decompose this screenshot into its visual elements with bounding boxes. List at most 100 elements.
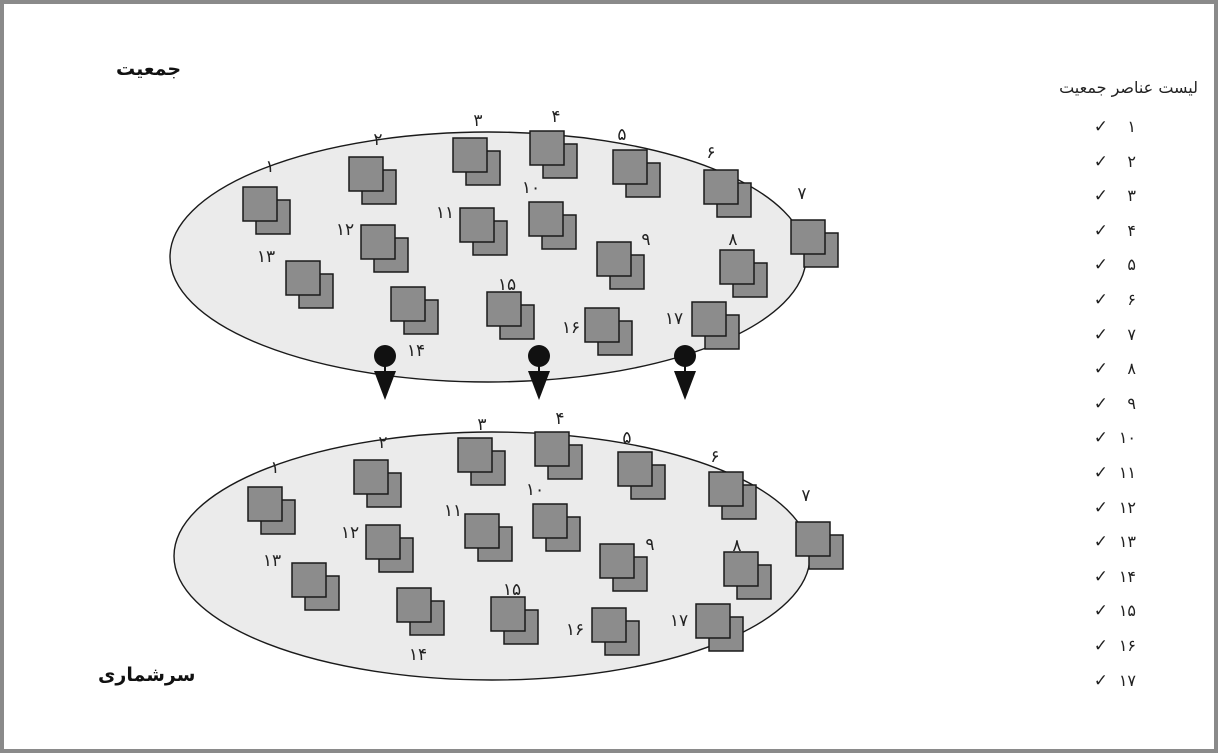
population-element: ۳ — [452, 111, 501, 186]
element-square-back — [795, 521, 831, 557]
population-element: ۲ — [348, 130, 397, 205]
element-label: ۵ — [617, 125, 626, 145]
element-square-back — [247, 486, 283, 522]
element-label: ۱۳ — [257, 247, 275, 267]
element-label: ۳ — [477, 415, 486, 435]
element-label: ۳ — [473, 111, 482, 131]
element-label: ۱۴ — [407, 341, 425, 361]
population-element: ۱۳ — [263, 551, 340, 611]
element-label: ۷ — [801, 486, 810, 506]
element-label: ۱۷ — [670, 611, 688, 631]
element-label: ۲ — [378, 433, 387, 453]
element-square-back — [242, 186, 278, 222]
population-element: ۱۶ — [566, 607, 640, 656]
list-title: لیست عناصر جمعیت — [1059, 78, 1198, 97]
check-icon: ✓ — [1093, 220, 1108, 241]
element-label: ۱۵ — [498, 275, 516, 295]
checklist-item: ✓۲ — [1076, 145, 1136, 180]
population-element: ۸ — [723, 536, 772, 600]
element-label: ۶ — [710, 447, 719, 467]
element-label: ۶ — [706, 143, 715, 163]
checklist-number: ۱۵ — [1118, 601, 1136, 621]
element-label: ۴ — [555, 409, 564, 429]
population-element: ۶ — [708, 447, 757, 520]
element-square-back — [457, 437, 493, 473]
population-element: ۱۶ — [562, 307, 633, 356]
population-element: ۸ — [719, 230, 768, 298]
population-element: ۱۷ — [665, 301, 740, 350]
checklist-number: ۳ — [1127, 186, 1136, 206]
element-square-back — [459, 207, 495, 243]
element-label: ۱ — [270, 458, 279, 478]
element-square-back — [612, 149, 648, 185]
check-icon: ✓ — [1093, 670, 1108, 691]
population-element: ۱۴ — [396, 587, 445, 665]
check-icon: ✓ — [1093, 601, 1108, 622]
checklist-item: ✓۱ — [1076, 110, 1136, 145]
element-square-back — [723, 551, 759, 587]
element-label: ۱۲ — [341, 523, 359, 543]
checklist-item: ✓۱۷ — [1076, 664, 1136, 699]
population-element: ۵ — [617, 428, 666, 500]
element-label: ۱۶ — [566, 620, 584, 640]
arrow-ball-icon — [374, 345, 396, 367]
population-element: ۱۷ — [670, 603, 744, 652]
element-square-back — [617, 451, 653, 487]
check-icon: ✓ — [1093, 359, 1108, 380]
element-square-back — [691, 301, 727, 337]
checklist-number: ۱ — [1127, 117, 1136, 136]
element-label: ۱ — [265, 157, 274, 177]
checklist-number: ۱۱ — [1118, 462, 1136, 482]
element-square-back — [390, 286, 426, 322]
element-square-back — [490, 596, 526, 632]
element-square-back — [360, 224, 396, 260]
checklist-item: ✓۵ — [1076, 248, 1136, 283]
checklist-item: ✓۴ — [1076, 214, 1136, 249]
element-square-back — [790, 219, 826, 255]
element-square-back — [596, 241, 632, 277]
population-element: ۱۰ — [522, 178, 577, 250]
element-label: ۵ — [622, 428, 631, 448]
element-square-back — [396, 587, 432, 623]
checklist-item: ✓ ۱۵ — [1076, 594, 1136, 629]
check-icon: ✓ — [1093, 532, 1108, 553]
sampling-arrows — [374, 345, 696, 400]
check-icon: ✓ — [1093, 635, 1108, 656]
population-element: ۷ — [790, 184, 839, 268]
check-icon: ✓ — [1093, 117, 1108, 137]
checklist-number: ۱۶ — [1118, 635, 1136, 655]
checklist-item: ✓۱۰ — [1076, 421, 1136, 456]
population-element: ۶ — [703, 143, 752, 218]
checklist-item: ✓ ۱۶ — [1076, 629, 1136, 664]
element-label: ۱۳ — [263, 551, 281, 571]
population-element: ۱۱ — [444, 501, 513, 562]
element-square-back — [353, 459, 389, 495]
checklist-item: ✓۹ — [1076, 387, 1136, 422]
checklist-number: ۱۴ — [1118, 566, 1136, 586]
arrow-head-icon — [528, 371, 550, 400]
checklist-number: ۸ — [1127, 359, 1136, 379]
element-label: ۱۴ — [409, 645, 427, 665]
element-square-back — [348, 156, 384, 192]
element-square-back — [591, 607, 627, 643]
element-label: ۱۱ — [444, 501, 462, 521]
element-square-back — [532, 503, 568, 539]
arrow-head-icon — [374, 371, 396, 400]
sampling-arrow — [374, 345, 396, 400]
element-label: ۱۶ — [562, 318, 580, 338]
arrow-ball-icon — [528, 345, 550, 367]
element-label: ۱۲ — [336, 220, 354, 240]
check-icon: ✓ — [1093, 289, 1108, 310]
element-square-back — [695, 603, 731, 639]
element-label: ۱۷ — [665, 309, 683, 329]
population-element: ۹ — [599, 535, 655, 592]
checklist-item: ✓۱۲ — [1076, 491, 1136, 526]
population-element: ۴ — [529, 107, 578, 179]
element-square-back — [464, 513, 500, 549]
population-label: جمعیت — [116, 58, 182, 80]
population-element: ۲ — [353, 433, 402, 508]
check-icon: ✓ — [1093, 393, 1108, 414]
arrow-head-icon — [674, 371, 696, 400]
